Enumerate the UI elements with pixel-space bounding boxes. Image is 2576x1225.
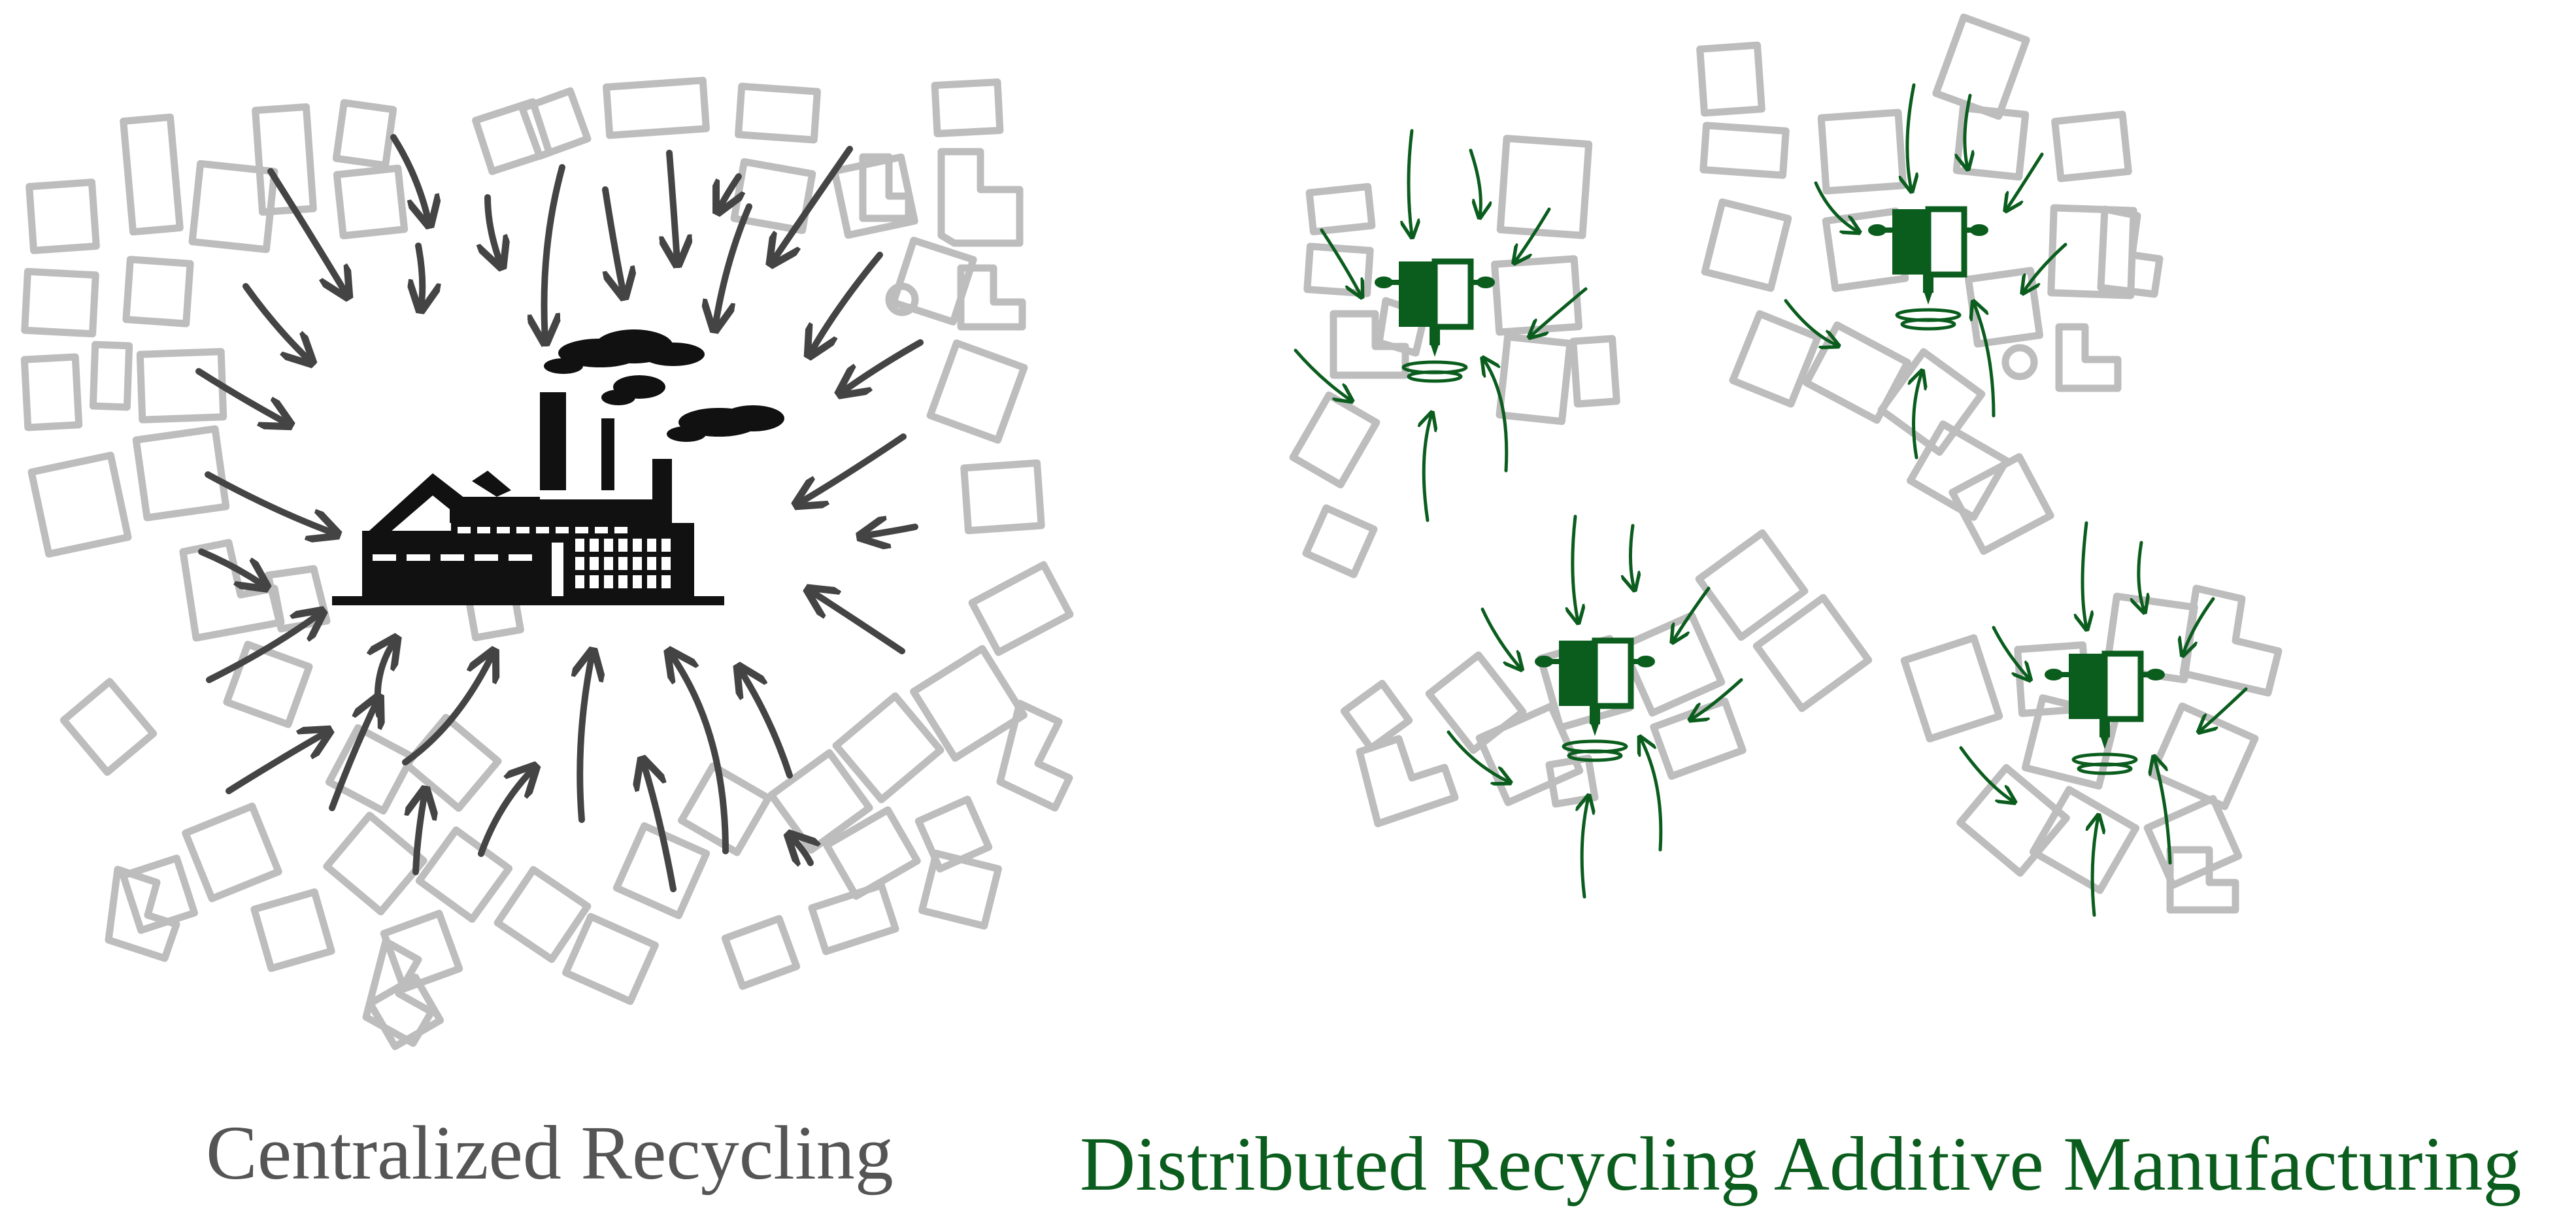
distributed-local-arrows — [1294, 83, 2248, 917]
centralized-buildings — [20, 76, 1074, 1050]
centralized-recycling-caption: Centralized Recycling — [206, 1110, 894, 1196]
factory-icon — [332, 329, 784, 605]
distributed-recycling-caption: Distributed Recycling Additive Manufactu… — [1080, 1121, 2522, 1207]
centralized-collection-arrows — [195, 134, 924, 892]
distributed-buildings — [1289, 13, 2283, 914]
3d-printer-icon — [1375, 261, 1495, 381]
